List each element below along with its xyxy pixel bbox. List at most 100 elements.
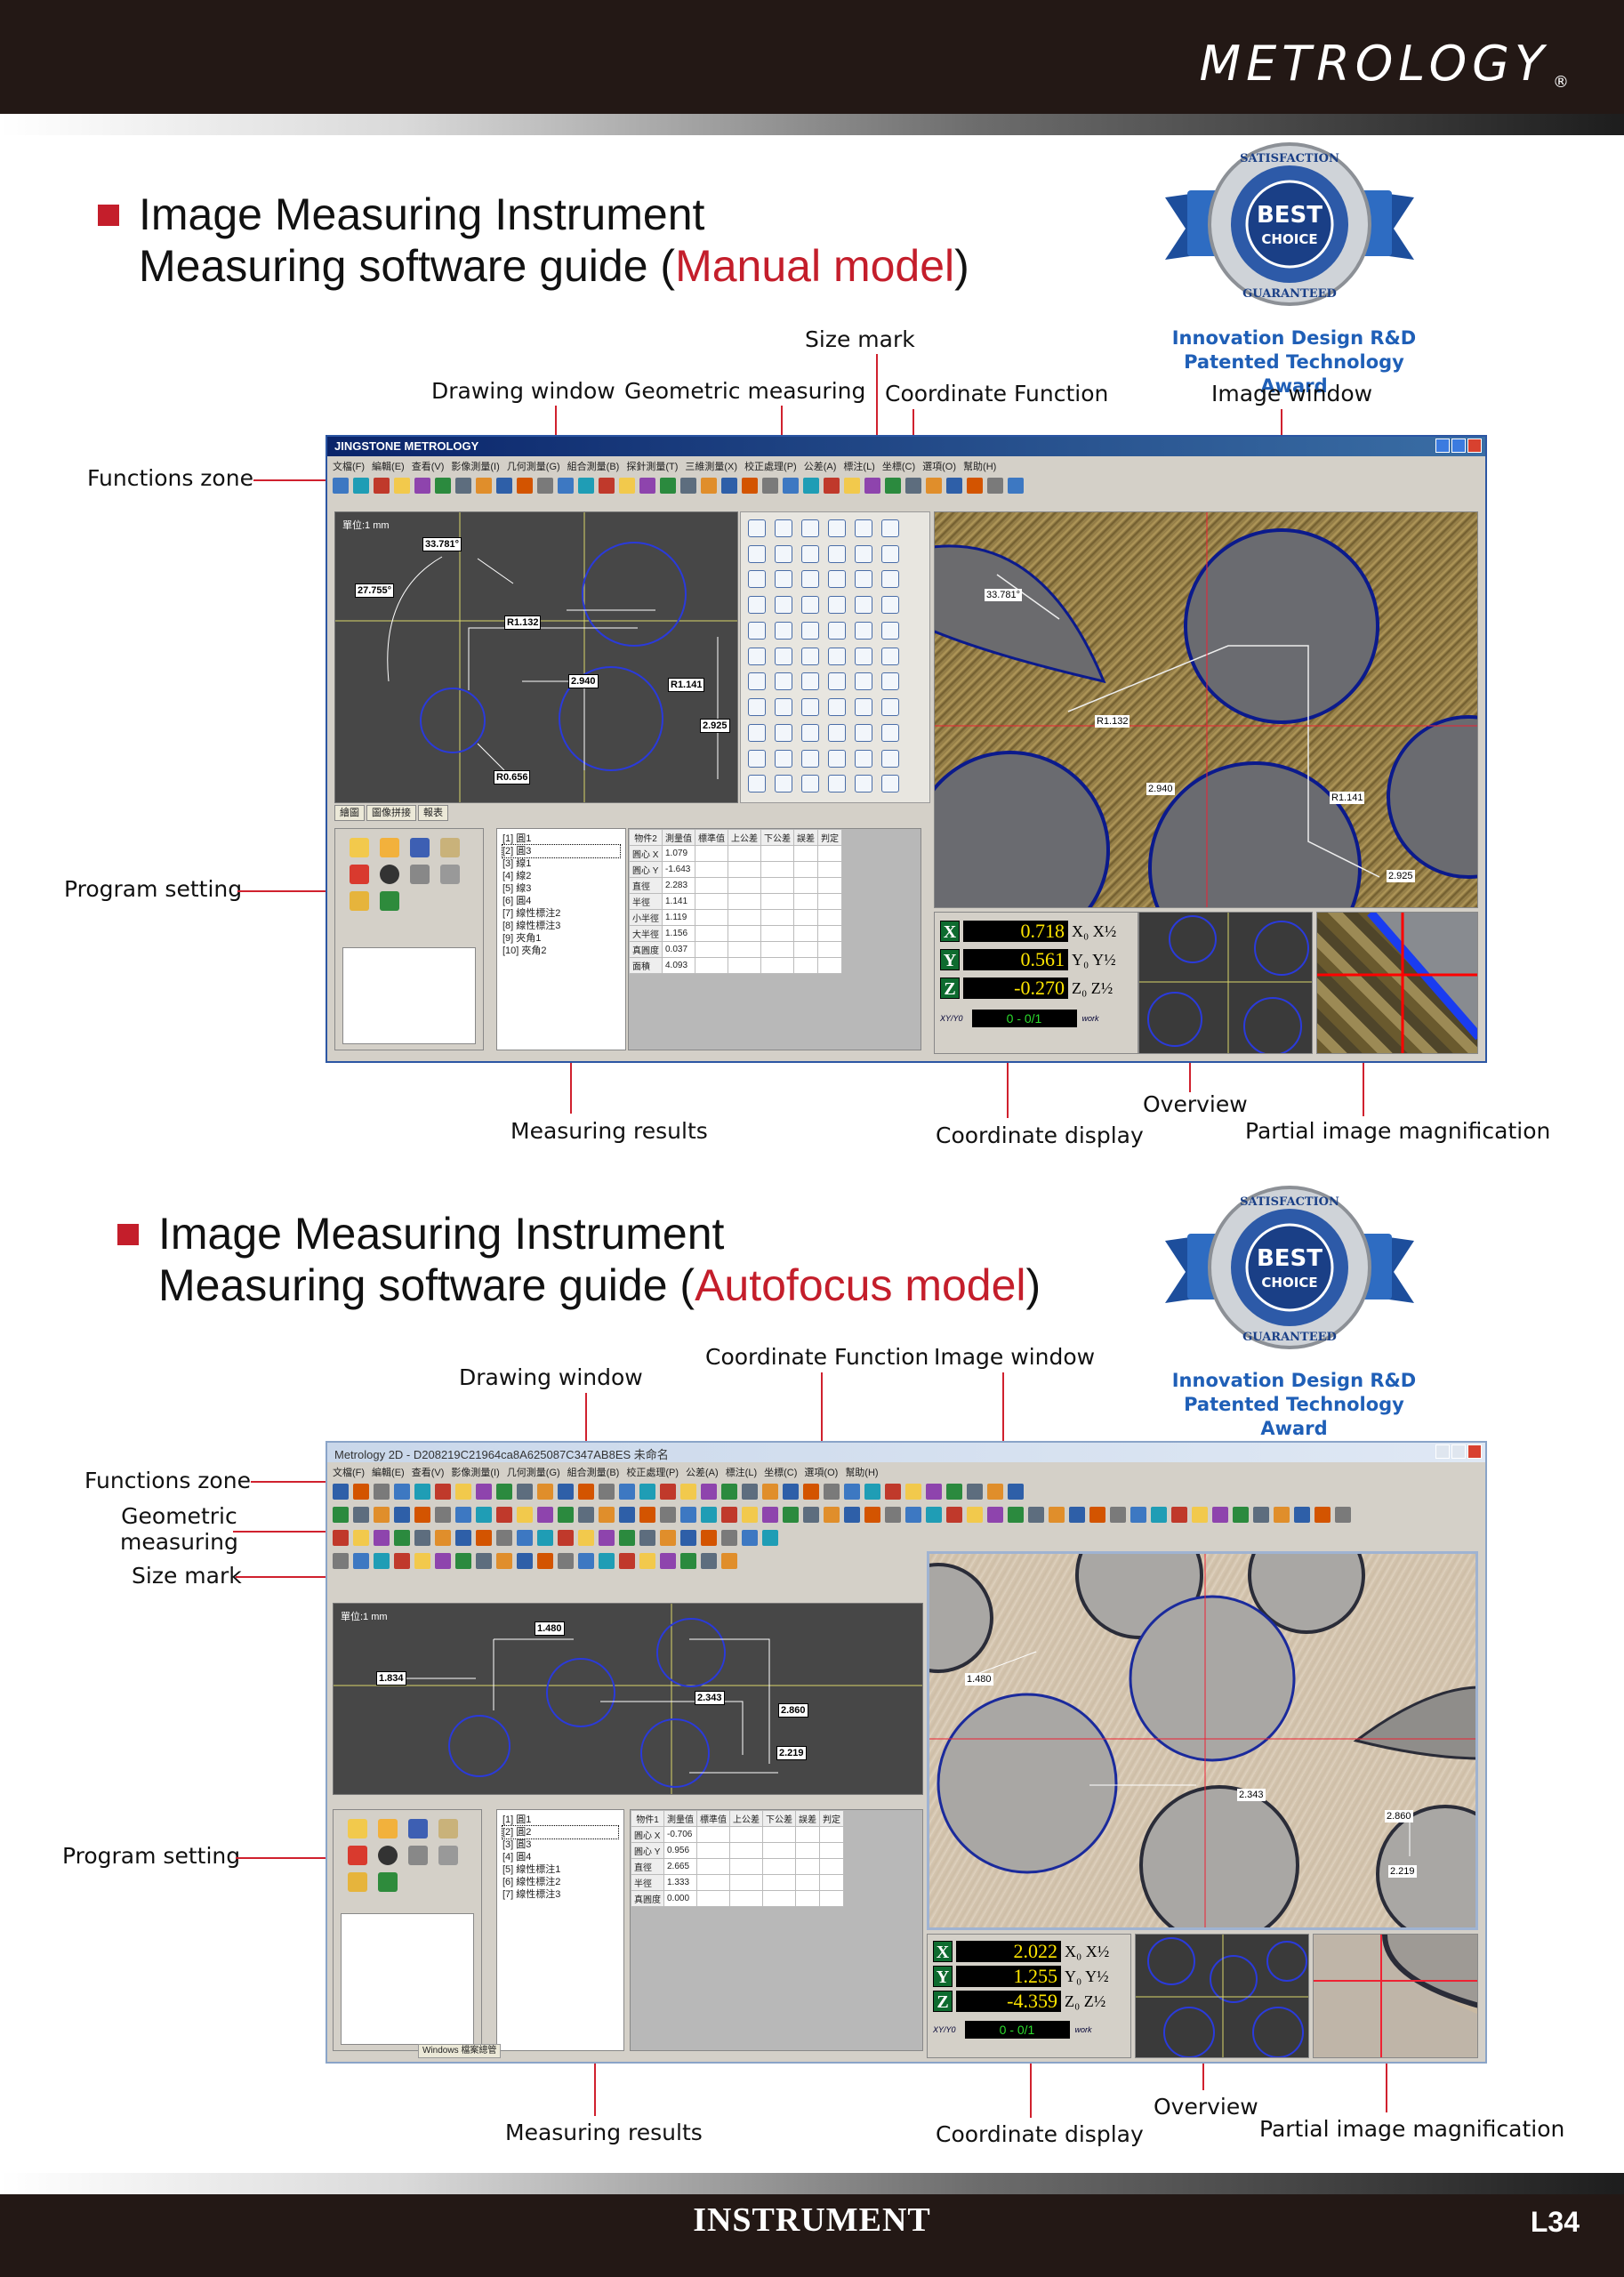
toolbar-tool-icon[interactable] <box>660 1530 676 1546</box>
geometric-tool-icon[interactable] <box>775 698 792 717</box>
toolbar-tool-icon[interactable] <box>701 1507 717 1523</box>
geometric-tool-icon[interactable] <box>775 544 792 563</box>
toolbar-tool-icon[interactable] <box>455 1484 471 1500</box>
drawing-window[interactable]: 單位:1 mm 33.781° 27.755° R1.132 2.940 R1.… <box>334 511 738 803</box>
toolbar-tool-icon[interactable] <box>414 1530 430 1546</box>
geometric-tool-icon[interactable] <box>775 570 792 589</box>
run-program-icon[interactable] <box>350 865 369 884</box>
toolbar-tool-icon[interactable] <box>742 1484 758 1500</box>
toolbar-tool-icon[interactable] <box>374 1530 390 1546</box>
toolbar-tool-icon[interactable] <box>987 1484 1003 1500</box>
toolbar-tool-icon[interactable] <box>721 1530 737 1546</box>
toolbar-tool-icon[interactable] <box>639 1484 655 1500</box>
toolbar-tool-icon[interactable] <box>353 478 369 494</box>
toolbar-tool-icon[interactable] <box>537 1553 553 1569</box>
toolbar-tool-icon[interactable] <box>967 1507 983 1523</box>
y-zero-label[interactable]: Y₀ Y½ <box>1065 1967 1109 1985</box>
toolbar-tool-icon[interactable] <box>967 478 983 494</box>
toolbar-tool-icon[interactable] <box>946 478 962 494</box>
toolbar-tool-icon[interactable] <box>537 1530 553 1546</box>
geometric-tool-icon[interactable] <box>855 672 872 691</box>
menu-item[interactable]: 文檔(F) <box>333 462 366 472</box>
menu-item[interactable]: 影像測量(I) <box>451 1468 500 1478</box>
toolbar-tool-icon[interactable] <box>824 1484 840 1500</box>
geometric-tool-icon[interactable] <box>748 621 766 640</box>
geometric-tool-icon[interactable] <box>881 621 899 640</box>
toolbar-tool-icon[interactable] <box>578 1484 594 1500</box>
toolbar-tool-icon[interactable] <box>435 1530 451 1546</box>
toolbar-tool-icon[interactable] <box>844 478 860 494</box>
tab-drawing[interactable]: 繪圖 <box>334 805 365 821</box>
tree-item[interactable]: [3] 線1 <box>502 858 532 869</box>
toolbar-tool-icon[interactable] <box>721 1484 737 1500</box>
geometric-tool-icon[interactable] <box>801 723 819 742</box>
toolbar-tool-icon[interactable] <box>414 1484 430 1500</box>
geometric-tool-icon[interactable] <box>748 723 766 742</box>
toolbar-tool-icon[interactable] <box>496 478 512 494</box>
geometric-tool-icon[interactable] <box>775 596 792 615</box>
toolbar-tool-icon[interactable] <box>435 1507 451 1523</box>
geometric-tool-icon[interactable] <box>775 621 792 640</box>
tree-item[interactable]: [7] 線性標注2 <box>502 908 561 919</box>
menu-item[interactable]: 編輯(E) <box>372 1468 405 1478</box>
export-program-icon[interactable] <box>378 1872 398 1892</box>
toolbar-tool-icon[interactable] <box>333 1553 349 1569</box>
save-program-icon[interactable] <box>410 838 430 857</box>
toolbar-tool-icon[interactable] <box>967 1484 983 1500</box>
toolbar-tool-icon[interactable] <box>333 1484 349 1500</box>
geometric-tool-icon[interactable] <box>748 775 766 793</box>
geometric-tool-icon[interactable] <box>855 596 872 615</box>
toolbar-tool-icon[interactable] <box>517 1553 533 1569</box>
geometric-tool-icon[interactable] <box>855 723 872 742</box>
toolbar-tool-icon[interactable] <box>1008 1484 1024 1500</box>
toolbar-tool-icon[interactable] <box>1253 1507 1269 1523</box>
toolbar-tool-icon[interactable] <box>353 1484 369 1500</box>
geometric-tool-icon[interactable] <box>801 596 819 615</box>
toolbar-tool-icon[interactable] <box>619 1484 635 1500</box>
menu-item[interactable]: 公差(A) <box>803 462 837 472</box>
menu-item[interactable]: 幫助(H) <box>845 1468 879 1478</box>
toolbar-tool-icon[interactable] <box>639 1530 655 1546</box>
geometric-tool-icon[interactable] <box>775 519 792 537</box>
geometric-tool-icon[interactable] <box>801 570 819 589</box>
toolbar-tool-icon[interactable] <box>455 478 471 494</box>
toolbar-tool-icon[interactable] <box>599 478 615 494</box>
z-axis-button[interactable]: Z <box>933 1991 953 2012</box>
toolbar-tool-icon[interactable] <box>1294 1507 1310 1523</box>
toolbar-tool-icon[interactable] <box>333 1507 349 1523</box>
toolbar-tool-icon[interactable] <box>455 1530 471 1546</box>
menu-item[interactable]: 公差(A) <box>686 1468 719 1478</box>
toolbar-tool-icon[interactable] <box>639 1553 655 1569</box>
geometric-tool-icon[interactable] <box>801 775 819 793</box>
menu-item[interactable]: 組合測量(B) <box>567 1468 620 1478</box>
geometric-tool-icon[interactable] <box>828 621 846 640</box>
geometric-tool-icon[interactable] <box>748 698 766 717</box>
toolbar-tool-icon[interactable] <box>680 1507 696 1523</box>
y-zero-label[interactable]: Y₀ Y½ <box>1072 950 1116 969</box>
toolbar-tool-icon[interactable] <box>905 1507 921 1523</box>
toolbar-tool-icon[interactable] <box>803 478 819 494</box>
toolbar-tool-icon[interactable] <box>1069 1507 1085 1523</box>
menu-item[interactable]: 編輯(E) <box>372 462 405 472</box>
geometric-tool-icon[interactable] <box>881 698 899 717</box>
geometric-tool-icon[interactable] <box>748 647 766 665</box>
toolbar-tool-icon[interactable] <box>721 1507 737 1523</box>
toolbar-tool-icon[interactable] <box>476 1484 492 1500</box>
toolbar-tool-icon[interactable] <box>1192 1507 1208 1523</box>
image-window[interactable]: 33.781° R1.132 2.940 R1.141 2.925 <box>934 511 1478 908</box>
toolbar-tool-icon[interactable] <box>619 1507 635 1523</box>
toolbar-tool-icon[interactable] <box>599 1484 615 1500</box>
toolbar-tool-icon[interactable] <box>496 1484 512 1500</box>
toolbar-tool-icon[interactable] <box>558 1553 574 1569</box>
toolbar-tool-icon[interactable] <box>599 1507 615 1523</box>
toolbar-tool-icon[interactable] <box>1151 1507 1167 1523</box>
geometric-tool-icon[interactable] <box>801 647 819 665</box>
toolbar-tool-icon[interactable] <box>558 1484 574 1500</box>
menu-item[interactable]: 校正處理(P) <box>626 1468 679 1478</box>
geometric-tool-icon[interactable] <box>748 570 766 589</box>
